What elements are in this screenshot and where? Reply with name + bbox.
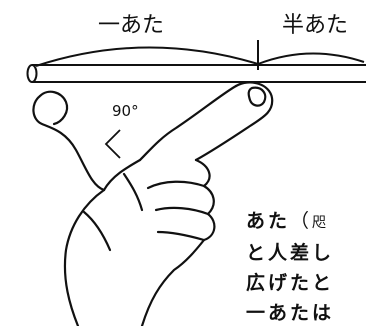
right-angle-marker	[104, 129, 121, 159]
half-ata-arc	[257, 52, 365, 65]
caption-line-2: と人差し	[246, 242, 335, 264]
caption-line-1: あた（咫	[246, 206, 366, 238]
caption-line-4: 一あたは	[246, 302, 335, 324]
caption-line-1-trail: 咫	[312, 215, 327, 231]
caption-line-3: 広げたと	[246, 272, 335, 294]
caption-line-1-paren: （	[290, 210, 313, 232]
caption-text: あた（咫 と人差し 広げたと 一あたは	[246, 206, 366, 326]
label-one-ata: 一あた	[98, 13, 164, 38]
measuring-rod	[26, 64, 366, 83]
one-ata-arc	[35, 46, 259, 67]
label-half-ata: 半あた	[282, 13, 348, 38]
caption-line-1-main: あた	[246, 210, 291, 232]
hand-icon	[32, 81, 274, 326]
angle-label: 90°	[112, 102, 139, 120]
